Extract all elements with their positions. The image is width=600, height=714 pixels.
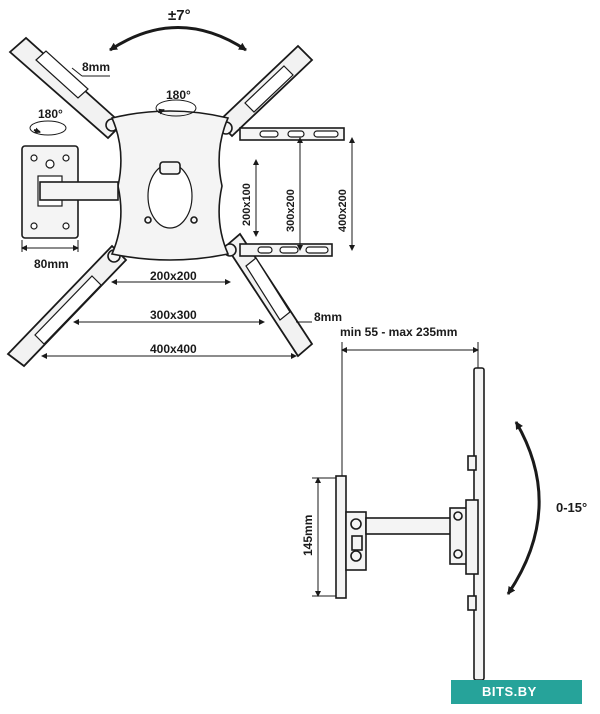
watermark-banner [451,680,582,704]
arm-bottom-left [6,244,128,368]
vesa-200x200-label: 200x200 [150,269,197,283]
vesa-300x300-label: 300x300 [150,308,197,322]
side-arm [345,507,469,571]
vesa-200x100-label: 200x100 [241,183,253,226]
rotate-left-label: 180° [38,107,63,121]
tilt-side-label: 0-15° [556,500,587,515]
rotate-left-indicator [29,120,67,136]
rotate-center-label: 180° [166,88,191,102]
vesa-400x400-label: 400x400 [150,342,197,356]
slot-width-top-label: 8mm [82,60,110,74]
side-wall-plate [335,475,347,599]
arm-top-right [216,44,314,138]
watermark-text: BITS.BY [482,684,537,699]
vesa-rail-bottom [239,243,333,257]
tilt-arrow-side [506,421,541,595]
vesa-rail-top [239,127,345,141]
tilt-arrow-top [109,26,247,52]
extension-label: min 55 - max 235mm [340,325,457,339]
center-screw-left [144,216,152,224]
side-tv-rail [465,367,485,681]
arm-bottom-right [223,232,314,358]
wall-arm-connector [39,181,119,201]
center-plate-clip [159,161,181,175]
slot-width-top-leader [71,67,83,77]
rotate-center-indicator [155,99,197,117]
arm-top-left [8,36,124,140]
vesa-400x200-label: 400x200 [337,189,349,232]
center-screw-right [190,216,198,224]
wall-plate-width-label: 80mm [34,257,69,271]
slot-width-bottom-label: 8mm [314,310,342,324]
tilt-top-label: ±7° [168,7,191,24]
height-label: 145mm [301,515,315,556]
vesa-300x200-label: 300x200 [285,189,297,232]
